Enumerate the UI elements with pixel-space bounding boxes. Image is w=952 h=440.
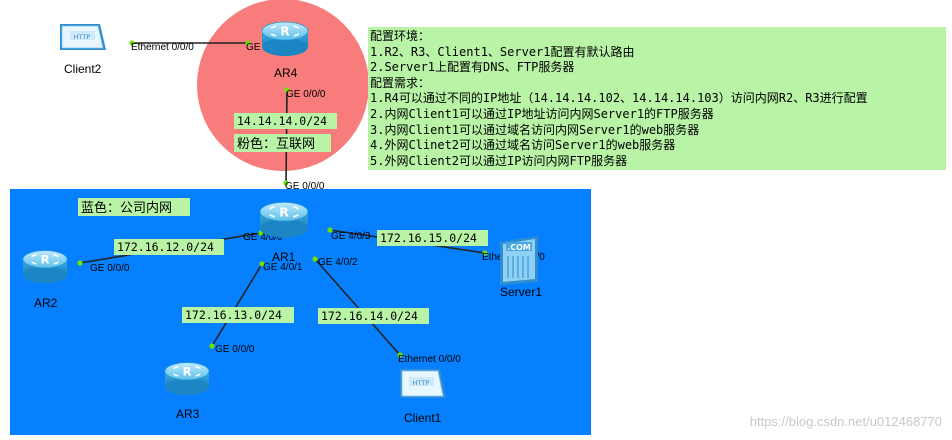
port-dot (482, 250, 488, 256)
watermark: https://blog.csdn.net/u012468770 (749, 414, 942, 429)
config-note-line: 4.外网Clinet2可以通过域名访问Server1的web服务器 (370, 138, 676, 153)
port-label-ar1-ge402: GE 4/0/2 (318, 257, 358, 268)
port-dot (397, 352, 403, 358)
net-label-bg (234, 113, 337, 129)
port-dot (259, 261, 265, 267)
port-dot (245, 40, 251, 46)
server1-icon[interactable]: .COM (500, 236, 538, 285)
ar1-label: AR1 (272, 250, 296, 264)
server1-label: Server1 (500, 285, 542, 299)
config-note-line: 1.R4可以通过不同的IP地址（14.14.14.102、14.14.14.10… (370, 91, 868, 106)
config-note-line: 2.内网Client1可以通过IP地址访问内网Server1的FTP服务器 (370, 106, 714, 121)
config-note-line: 1.R2、R3、Client1、Server1配置有默认路由 (370, 44, 635, 59)
internet-region-label: 粉色：互联网 (237, 136, 315, 152)
router-icon-ar2[interactable] (22, 249, 68, 285)
port-dot (129, 40, 135, 46)
router-icon-ar1[interactable] (259, 201, 309, 239)
port-label-ar1-ge401: GE 4/0/1 (263, 262, 303, 273)
net-label-bg (377, 230, 488, 246)
port-dot (284, 87, 290, 93)
region-label-bg (78, 198, 190, 216)
internet-network-label: 14.14.14.0/24 (237, 114, 327, 128)
client2-label: Client2 (64, 62, 102, 76)
port-dot (327, 227, 333, 233)
port-dot (283, 180, 289, 186)
ar3-label: AR3 (176, 407, 200, 421)
ar2-link-network-label: 172.16.12.0/24 (117, 240, 214, 254)
client2-icon[interactable]: HTTP (60, 24, 106, 50)
config-note-line: 配置环境： (370, 29, 431, 43)
com-text: .COM (507, 243, 531, 252)
port-label-ar3-ge000: GE 0/0/0 (215, 344, 255, 355)
port-dot (77, 260, 83, 266)
port-label-ar1-ge000: GE 0/0/0 (285, 181, 325, 192)
client1-icon[interactable]: HTTP (400, 369, 446, 398)
config-note-line: 配置需求： (370, 75, 431, 90)
ar2-label: AR2 (34, 296, 58, 310)
port-label-client1-eth: Ethernet 0/0/0 (398, 354, 461, 365)
port-dot (312, 256, 318, 262)
http-text: HTTP (413, 379, 430, 387)
ar3-link-network-label: 172.16.13.0/24 (185, 308, 282, 322)
port-dot (209, 343, 215, 349)
port-label-ar4-ge000: GE 0/0/0 (286, 89, 326, 100)
port-label-ar1-ge400: GE 4/0/0 (243, 232, 283, 243)
http-text: HTTP (74, 33, 91, 41)
server1-link-network-label: 172.16.15.0/24 (380, 231, 477, 245)
link-ar1-ar3 (211, 263, 263, 347)
config-note-line: 2.Server1上配置有DNS、FTP服务器 (370, 60, 575, 75)
port-label-ar1-ge403: GE 4/0/3 (331, 231, 371, 242)
net-label-bg (318, 308, 429, 324)
link-ar1-client1 (314, 258, 401, 356)
port-label-client2-eth: Ethernet 0/0/0 (131, 42, 194, 53)
net-label-bg (114, 239, 224, 255)
router-icon-ar4[interactable] (261, 21, 309, 57)
client1-link-network-label: 172.16.14.0/24 (321, 309, 418, 323)
intranet-region-label: 蓝色：公司内网 (81, 200, 172, 216)
net-label-bg (182, 307, 294, 323)
client1-label: Client1 (404, 411, 442, 425)
region-label-bg (234, 134, 331, 152)
config-note-line: 3.内网Client1可以通过域名访问内网Server1的web服务器 (370, 122, 700, 137)
ar4-label: AR4 (274, 66, 298, 80)
config-note-line: 5.外网Client2可以通过IP访问内网FTP服务器 (370, 153, 628, 168)
port-label-ar2-ge000: GE 0/0/0 (90, 263, 130, 274)
router-icon-ar3[interactable] (164, 361, 210, 397)
